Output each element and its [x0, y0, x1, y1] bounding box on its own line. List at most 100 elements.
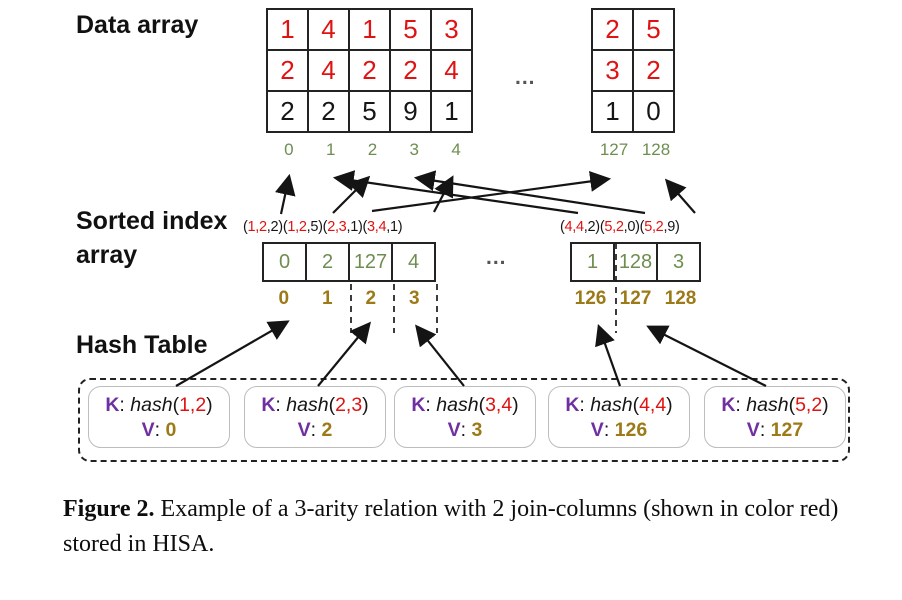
key-label: K	[105, 393, 120, 416]
row-index-label: 0	[284, 140, 294, 159]
tuple: (1,2,2)	[243, 219, 283, 235]
hash-entry: K: hash(2,3)V: 2	[244, 386, 386, 448]
grid-cell: 4	[307, 49, 350, 92]
tuple-third-value: 0	[627, 219, 636, 235]
sorted-cell: 127	[348, 242, 393, 282]
grid-cell: 2	[591, 8, 634, 51]
row-index-label: 2	[367, 140, 378, 159]
tuple-join-values: 5,2	[604, 219, 624, 235]
figure-caption-tag: Figure 2.	[63, 496, 155, 522]
pointer-arrow	[317, 321, 371, 387]
pointer-arrow	[433, 175, 454, 213]
figure-caption-text: Example of a 3-arity relation with 2 joi…	[63, 496, 839, 557]
pointer-arrow	[332, 170, 579, 215]
tuple-third-value: 5	[310, 219, 319, 235]
hash-args: 3,4	[485, 393, 513, 416]
hash-args: 4,4	[639, 393, 667, 416]
row-index-label: 1	[325, 140, 336, 159]
sorted-cell: 0	[262, 242, 307, 282]
row-index-label: 3	[409, 140, 420, 159]
value-label: V	[141, 418, 155, 441]
key-label: K	[565, 393, 580, 416]
tuple-third-value: 9	[667, 219, 675, 235]
tuple: (4,4,2)	[560, 219, 600, 235]
key-label: K	[411, 393, 426, 416]
tuple-join-values: 2,3	[327, 219, 347, 235]
value-label: V	[746, 418, 760, 441]
hash-function-name: hash	[746, 393, 789, 416]
sorted-cell: 4	[391, 242, 436, 282]
sorted-index-array-label: Sorted index array	[76, 204, 227, 272]
pointer-arrow	[413, 170, 646, 215]
key-label: K	[261, 393, 276, 416]
hash-value: 127	[770, 418, 804, 441]
sorted-cell: 2	[305, 242, 350, 282]
grid-cell: 9	[389, 90, 432, 133]
hash-value: 0	[165, 418, 177, 441]
grid-cell: 1	[266, 8, 309, 51]
sorted-cell: 128	[613, 242, 658, 282]
hash-entry-key: K: hash(1,2)	[105, 393, 213, 416]
hash-entry-value: V: 126	[590, 418, 648, 441]
position-index-label: 1	[321, 288, 333, 309]
hash-entry: K: hash(1,2)V: 0	[88, 386, 230, 448]
hash-value: 126	[614, 418, 648, 441]
hash-function-name: hash	[590, 393, 633, 416]
key-label: K	[721, 393, 736, 416]
grid-cell: 2	[348, 49, 391, 92]
hash-args: 1,2	[179, 393, 207, 416]
position-index-label: 0	[278, 288, 290, 309]
hash-table-label: Hash Table	[76, 331, 208, 359]
pointer-arrow	[664, 178, 696, 214]
hash-entry-value: V: 2	[297, 418, 333, 441]
tuple-join-values: 1,2	[287, 219, 307, 235]
tuple-join-values: 5,2	[644, 219, 664, 235]
hash-entry-key: K: hash(3,4)	[411, 393, 519, 416]
hash-entry-value: V: 0	[141, 418, 177, 441]
hash-entry-key: K: hash(5,2)	[721, 393, 829, 416]
hash-entry-key: K: hash(4,4)	[565, 393, 673, 416]
tuple: (5,2,0)	[599, 219, 640, 235]
figure-caption: Figure 2. Example of a 3-arity relation …	[63, 492, 865, 562]
position-index-label: 3	[408, 288, 420, 309]
sorted-array-ellipsis: ...	[486, 246, 507, 269]
hash-entry-key: K: hash(2,3)	[261, 393, 369, 416]
grid-cell: 2	[266, 90, 309, 133]
value-label: V	[297, 418, 311, 441]
grid-cell: 5	[389, 8, 432, 51]
tuple-join-values: 4,4	[564, 219, 585, 235]
hash-entry-value: V: 127	[746, 418, 804, 441]
data-array-ellipsis: ...	[515, 66, 536, 89]
tuple: (2,3,1)	[322, 219, 363, 235]
sorted-cell: 3	[656, 242, 701, 282]
grid-cell: 5	[632, 8, 675, 51]
tuple-join-values: 3,4	[367, 219, 387, 235]
row-index-label: 127	[599, 140, 629, 159]
hash-function-name: hash	[436, 393, 479, 416]
sorted-index-label-line1: Sorted index	[76, 207, 228, 235]
sorted-index-label-line2: array	[76, 241, 138, 269]
position-index-label: 126	[574, 288, 607, 309]
grid-cell: 4	[430, 49, 473, 92]
sorted-right-tuples: (4,4,2)(5,2,0)(5,2,9)	[560, 219, 680, 235]
grid-cell: 1	[430, 90, 473, 133]
data-array-label: Data array	[76, 11, 199, 39]
tuple-third-value: 1	[390, 219, 398, 235]
hash-entry: K: hash(5,2)V: 127	[704, 386, 846, 448]
